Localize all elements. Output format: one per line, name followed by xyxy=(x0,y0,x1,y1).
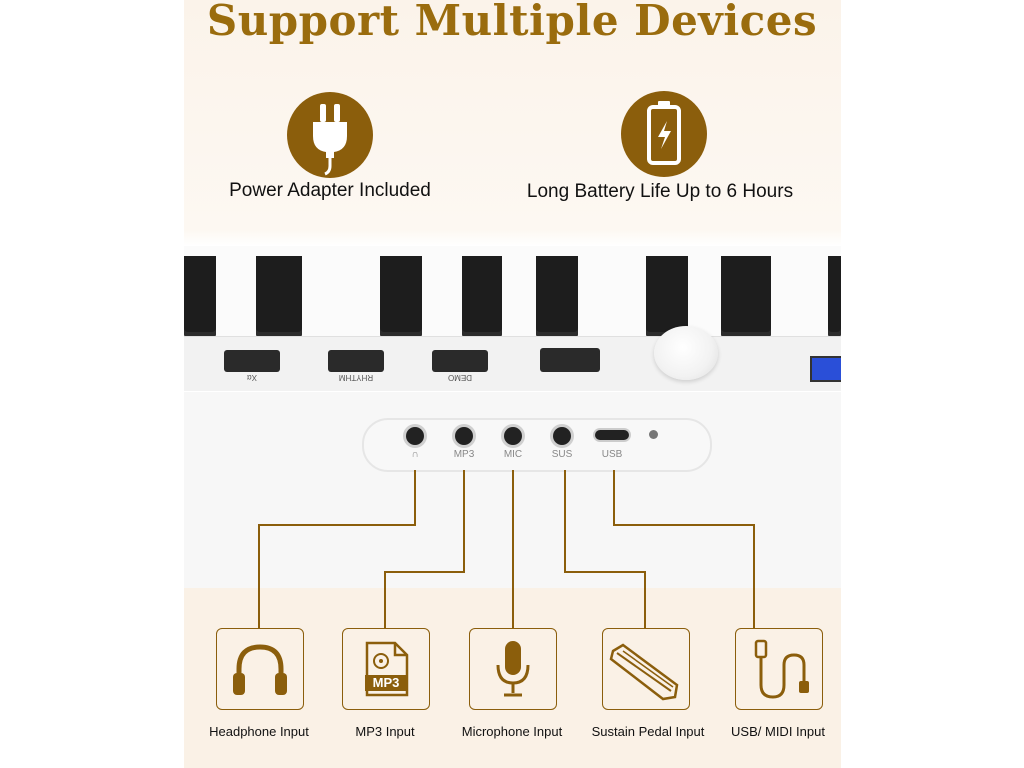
sustain-pedal-icon xyxy=(602,628,690,710)
port-label: MP3 xyxy=(453,449,475,460)
connector-line xyxy=(564,470,566,573)
usb-c-port xyxy=(595,430,629,440)
input-label-microphone: Microphone Input xyxy=(461,724,563,739)
input-label-sustain: Sustain Pedal Input xyxy=(591,724,705,739)
keyboard-button xyxy=(328,350,384,372)
connector-line xyxy=(414,470,416,525)
button-label: Xα xyxy=(247,373,257,382)
keyboard-button xyxy=(224,350,280,372)
keyboard-button xyxy=(432,350,488,372)
microphone-icon xyxy=(469,628,557,710)
connector-line xyxy=(613,470,615,525)
indicator-led xyxy=(649,430,658,439)
connector-line xyxy=(644,571,646,628)
feature-label-battery: Long Battery Life Up to 6 Hours xyxy=(526,181,794,202)
mic-jack xyxy=(504,427,522,445)
connector-line xyxy=(613,524,755,526)
button-label: RHYTHM xyxy=(338,373,374,382)
mp3-icon-text: MP3 xyxy=(372,675,400,690)
connector-line xyxy=(384,571,386,628)
keyboard-photo: Xα RHYTHM DEMO xyxy=(184,246,841,391)
feature-label-power: Power Adapter Included xyxy=(229,180,431,201)
port-label: USB xyxy=(601,449,623,460)
volume-knob xyxy=(654,326,718,380)
input-label-mp3: MP3 Input xyxy=(355,724,415,739)
input-label-headphone: Headphone Input xyxy=(209,724,309,739)
mp3-file-icon: MP3 xyxy=(342,628,430,710)
keyboard-body xyxy=(184,336,841,391)
connector-line xyxy=(463,470,465,573)
connector-line xyxy=(384,571,465,573)
usb-cable-icon xyxy=(735,628,823,710)
lcd-screen xyxy=(810,356,841,382)
input-label-usb: USB/ MIDI Input xyxy=(731,724,825,739)
connector-line xyxy=(564,571,646,573)
sustain-jack xyxy=(553,427,571,445)
connector-line xyxy=(753,524,755,628)
port-label: MIC xyxy=(503,449,523,460)
port-label: ∩ xyxy=(411,449,419,460)
port-label: SUS xyxy=(551,449,573,460)
battery-icon xyxy=(621,91,707,177)
headphones-icon xyxy=(216,628,304,710)
connector-line xyxy=(512,470,514,628)
keyboard-button xyxy=(540,348,600,372)
page-title: Support Multiple Devices xyxy=(206,0,818,45)
power-plug-icon xyxy=(287,92,373,178)
port-panel xyxy=(362,418,712,472)
connector-line xyxy=(258,524,260,628)
mp3-jack xyxy=(455,427,473,445)
headphone-jack xyxy=(406,427,424,445)
button-label: DEMO xyxy=(448,373,472,382)
connector-line xyxy=(258,524,416,526)
